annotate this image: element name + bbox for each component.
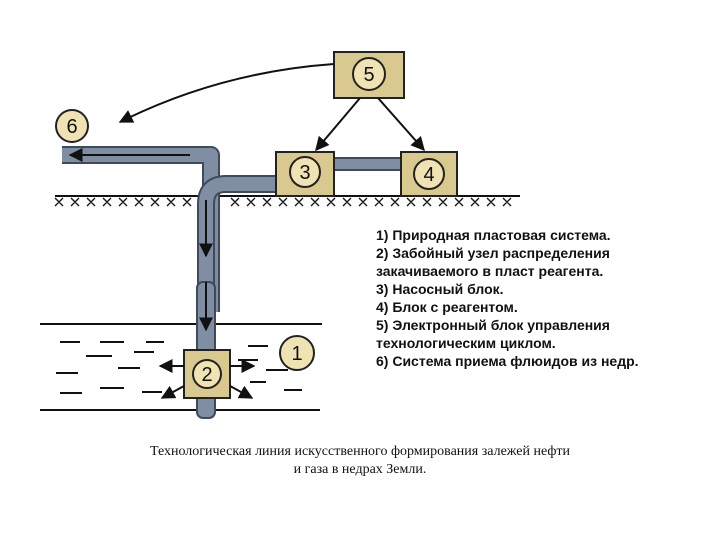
control-arrows <box>118 63 425 152</box>
marker-6-fluid-reception: 6 <box>55 109 89 143</box>
block-4-label: 4 <box>423 164 434 186</box>
block-5-control-unit: 5 <box>333 51 405 99</box>
block-2-downhole-unit: 2 <box>183 349 231 399</box>
block-3-label: 3 <box>299 162 310 184</box>
legend-line-2: 2) Забойный узел распределения <box>376 245 610 261</box>
legend-line-4: 3) Насосный блок. <box>376 281 504 297</box>
legend-line-7: технологическим циклом. <box>376 335 556 351</box>
caption-line-1: Технологическая линия искусственного фор… <box>149 444 571 459</box>
legend-line-1: 1) Природная пластовая система. <box>376 227 611 243</box>
legend-line-6: 5) Электронный блок управления <box>376 317 610 333</box>
legend-line-8: 6) Система приема флюидов из недр. <box>376 353 639 369</box>
caption-line-2: и газа в недрах Земли. <box>293 462 427 477</box>
distribution-arrows <box>158 359 256 399</box>
block-2-label: 2 <box>201 364 212 386</box>
marker-1-label: 1 <box>291 343 302 365</box>
connector-pipe-3-4 <box>333 157 403 171</box>
arrow-to-6 <box>118 63 335 123</box>
pipeline <box>62 146 403 419</box>
legend-line-5: 4) Блок с реагентом. <box>376 299 518 315</box>
marker-6-label: 6 <box>66 116 77 138</box>
flow-arrows <box>68 148 213 332</box>
marker-1-reservoir: 1 <box>279 335 315 371</box>
outlet-pipe <box>62 146 220 312</box>
block-3-pump-unit: 3 <box>275 151 335 197</box>
block-5-label: 5 <box>363 64 374 86</box>
legend-line-3: закачиваемого в пласт реагента. <box>376 263 604 279</box>
ground-surface <box>54 195 520 207</box>
block-4-reagent-unit: 4 <box>400 151 458 197</box>
